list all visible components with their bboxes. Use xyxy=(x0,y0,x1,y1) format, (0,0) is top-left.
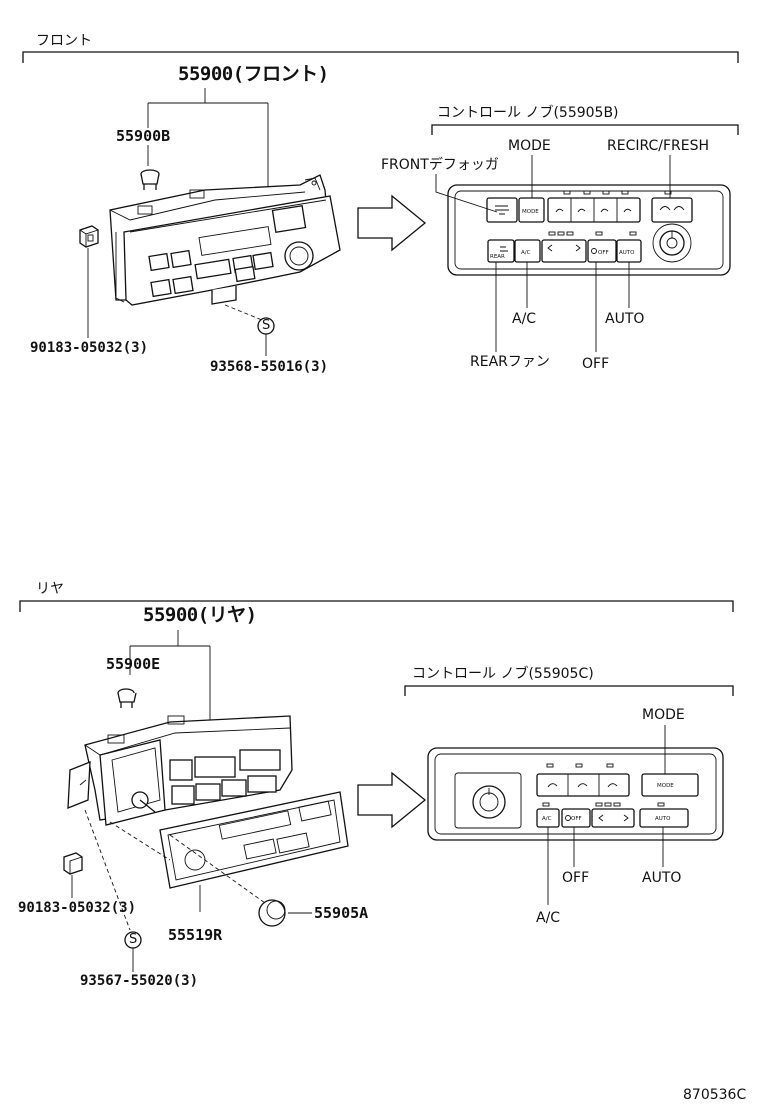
front-panel-mode-text: MODE xyxy=(522,209,539,215)
rear-panel-auto-text: AUTO xyxy=(655,816,671,822)
front-callout-leaders xyxy=(435,155,671,352)
rear-callout-ac: A/C xyxy=(536,910,561,926)
front-unit-drawing xyxy=(109,174,341,306)
rear-panel-bracket xyxy=(404,685,734,696)
rear-arrow-icon xyxy=(357,771,427,829)
rear-screw-symbol: S xyxy=(129,932,138,947)
front-bolt-part-number: 55900B xyxy=(116,127,171,145)
front-callout-recirc-fresh: RECIRC/FRESH xyxy=(607,138,710,154)
front-clip-icon xyxy=(79,225,99,338)
front-panel-auto-text: AUTO xyxy=(619,250,635,256)
front-callout-auto: AUTO xyxy=(605,311,645,327)
front-panel-ac-text: A/C xyxy=(521,250,531,256)
rear-unit-part-number: 55900(リヤ) xyxy=(143,604,257,626)
rear-bezel-drawing xyxy=(159,791,349,912)
front-unit-leader xyxy=(147,88,269,190)
front-callout-ac: A/C xyxy=(512,311,537,327)
rear-bolt-icon xyxy=(117,688,137,708)
front-panel-off-text: OFF xyxy=(598,250,609,256)
rear-callout-mode: MODE xyxy=(642,707,685,723)
rear-clip-icon xyxy=(63,852,83,898)
front-callout-off: OFF xyxy=(582,356,610,372)
rear-clip-part-number: 90183-05032(3) xyxy=(18,900,137,916)
rear-assembly-lines xyxy=(84,809,266,931)
rear-section-bracket xyxy=(19,600,734,612)
front-section-heading: フロント xyxy=(36,33,92,49)
front-unit-part-number: 55900(フロント) xyxy=(178,63,329,85)
rear-bolt-part-number: 55900E xyxy=(106,655,161,673)
front-panel-bracket xyxy=(431,124,739,135)
rear-control-panel xyxy=(427,747,724,841)
rear-knob-heading: コントロール ノブ(55905C) xyxy=(412,666,594,682)
front-bolt-icon xyxy=(140,145,160,190)
front-knob-heading: コントロール ノブ(55905B) xyxy=(437,105,619,121)
rear-screw-part-number: 93567-55020(3) xyxy=(80,973,199,989)
front-panel-rear-text: REAR xyxy=(490,254,505,260)
front-section-bracket xyxy=(22,51,739,63)
rear-unit-drawing xyxy=(67,715,293,826)
rear-panel-off-text: OFF xyxy=(571,816,582,822)
rear-panel-ac-text: A/C xyxy=(542,816,552,822)
front-screw-part-number: 93568-55016(3) xyxy=(210,359,329,375)
rear-knob-drawing xyxy=(258,899,312,927)
rear-callout-leaders xyxy=(547,725,666,905)
front-clip-part-number: 90183-05032(3) xyxy=(30,340,149,356)
front-screw-leader xyxy=(224,304,275,356)
rear-screw-icon xyxy=(124,931,142,972)
rear-unit-leader xyxy=(129,630,211,720)
rear-callout-auto: AUTO xyxy=(642,870,682,886)
rear-callout-off: OFF xyxy=(562,870,590,886)
rear-knob-part-number: 55905A xyxy=(314,904,369,922)
rear-bezel-part-number: 55519R xyxy=(168,926,223,944)
front-callout-mode: MODE xyxy=(508,138,551,154)
front-callout-rear-fan: REARファン xyxy=(470,354,550,370)
front-control-panel xyxy=(447,184,731,276)
front-callout-front-defog: FRONTデフォッガ xyxy=(381,157,499,173)
rear-section-heading: リヤ xyxy=(36,581,64,597)
front-arrow-icon xyxy=(357,194,427,252)
rear-panel-mode-text: MODE xyxy=(657,783,674,789)
front-screw-symbol: S xyxy=(262,318,271,333)
drawing-number: 870536C xyxy=(683,1087,747,1103)
